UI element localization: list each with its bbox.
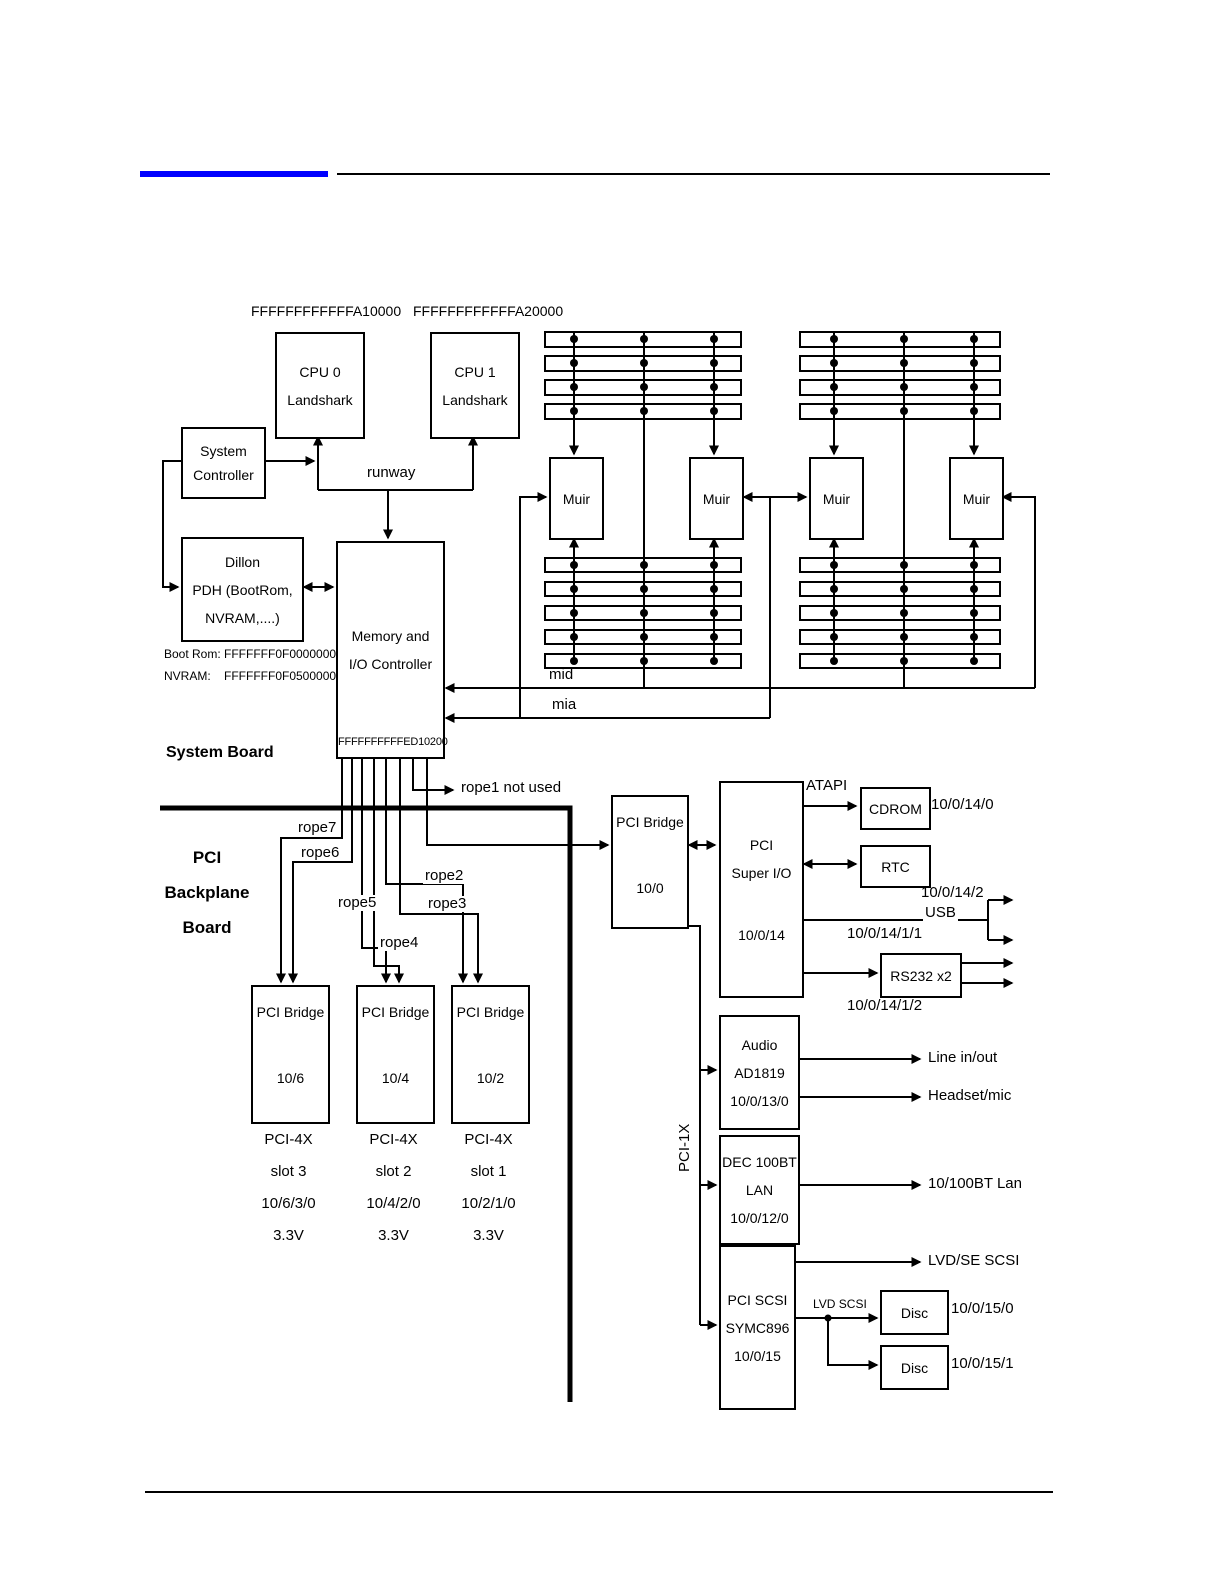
mid-bus-label: mid: [549, 666, 574, 683]
mia-bus-label: mia: [552, 696, 577, 713]
rs232-box: RS232 x2: [880, 953, 962, 998]
cpu0-chip: Landshark: [287, 391, 353, 408]
pci-bridge-10-6-box: PCI Bridge 10/6: [251, 985, 330, 1124]
usb-label: USB: [923, 904, 958, 921]
rope2-label: rope2: [423, 867, 466, 884]
lan-out-label: 10/100BT Lan: [928, 1175, 1022, 1192]
headset-mic-label: Headset/mic: [928, 1087, 1012, 1104]
serial2-path-label: 10/0/14/1/2: [847, 997, 923, 1014]
disc1-box: Disc: [880, 1290, 949, 1335]
slot2-caption: PCI-4X slot 2 10/4/2/0 3.3V: [366, 1131, 421, 1244]
scsi-box: PCI SCSI SYMC896 10/0/15: [719, 1245, 796, 1410]
disc2-path-label: 10/0/15/1: [951, 1355, 1014, 1372]
system-board-label: System Board: [166, 744, 274, 761]
pci-bridge-10-2-box: PCI Bridge 10/2: [451, 985, 530, 1124]
disc2-box: Disc: [880, 1345, 949, 1390]
cpu1-address: FFFFFFFFFFFFA20000: [413, 303, 564, 319]
scsi-out-label: LVD/SE SCSI: [928, 1252, 1020, 1269]
cpu1-chip: Landshark: [442, 391, 508, 408]
board-separator: [160, 805, 573, 1402]
rtc-box: RTC: [860, 845, 931, 888]
rope3-label: rope3: [426, 895, 469, 912]
slot3-caption: PCI-4X slot 3 10/6/3/0 3.3V: [261, 1131, 316, 1244]
usb-path-label: 10/0/14/2: [921, 884, 984, 901]
rope4-label: rope4: [378, 934, 421, 951]
line-in-out-label: Line in/out: [928, 1049, 998, 1066]
system-controller-box: System Controller: [181, 427, 266, 499]
muir1-box: Muir: [549, 457, 604, 540]
memory-io-controller-box: Memory and I/O Controller FFFFFFFFFFED10…: [336, 541, 448, 759]
muir4-box: Muir: [949, 457, 1004, 540]
header-rule-black: [337, 173, 1050, 175]
pci-1x-bus-label: PCI-1X: [676, 1123, 693, 1172]
pci-bridge-10-0-box: PCI Bridge 10/0: [611, 795, 689, 929]
cdrom-box: CDROM: [860, 787, 931, 830]
pci-super-io-box: PCI Super I/O 10/0/14: [719, 781, 804, 998]
disc1-path-label: 10/0/15/0: [951, 1300, 1014, 1317]
rope5-label: rope5: [336, 894, 379, 911]
muir3-box: Muir: [809, 457, 864, 540]
cpu0-address: FFFFFFFFFFFFA10000: [251, 303, 402, 319]
footer-rule: [145, 1491, 1053, 1493]
lan-box: DEC 100BT LAN 10/0/12/0: [719, 1135, 800, 1245]
dillon-pdh-box: Dillon PDH (BootRom, NVRAM,....): [181, 537, 304, 642]
cpu1-name: CPU 1: [454, 363, 496, 380]
slot1-caption: PCI-4X slot 1 10/2/1/0 3.3V: [461, 1131, 516, 1244]
cpu1-box: CPU 1 Landshark: [430, 332, 520, 439]
bootrom-address: Boot Rom: FFFFFFF0F0000000: [164, 647, 337, 661]
cdrom-path-label: 10/0/14/0: [931, 796, 994, 813]
memio-address: FFFFFFFFFFED10200: [338, 736, 448, 748]
rope7-label: rope7: [296, 819, 339, 836]
atapi-label: ATAPI: [806, 777, 848, 794]
audio-box: Audio AD1819 10/0/13/0: [719, 1015, 800, 1130]
serial1-path-label: 10/0/14/1/1: [847, 925, 923, 942]
rope6-label: rope6: [299, 844, 342, 861]
lvd-scsi-label: LVD SCSI: [811, 1296, 869, 1312]
header-rule-blue: [140, 171, 328, 177]
cpu0-name: CPU 0: [299, 363, 341, 380]
pci-bridge-10-4-box: PCI Bridge 10/4: [356, 985, 435, 1124]
rope1-label: rope1 not used: [461, 779, 562, 796]
dimm-dots: [570, 335, 978, 1322]
runway-label: runway: [367, 464, 416, 481]
cpu0-box: CPU 0 Landshark: [275, 332, 365, 439]
nvram-address: NVRAM: FFFFFFF0F0500000: [164, 669, 337, 683]
muir2-box: Muir: [689, 457, 744, 540]
memory-dimm-bars: [544, 331, 1001, 669]
pci-backplane-label: PCI Backplane Board: [164, 848, 250, 937]
